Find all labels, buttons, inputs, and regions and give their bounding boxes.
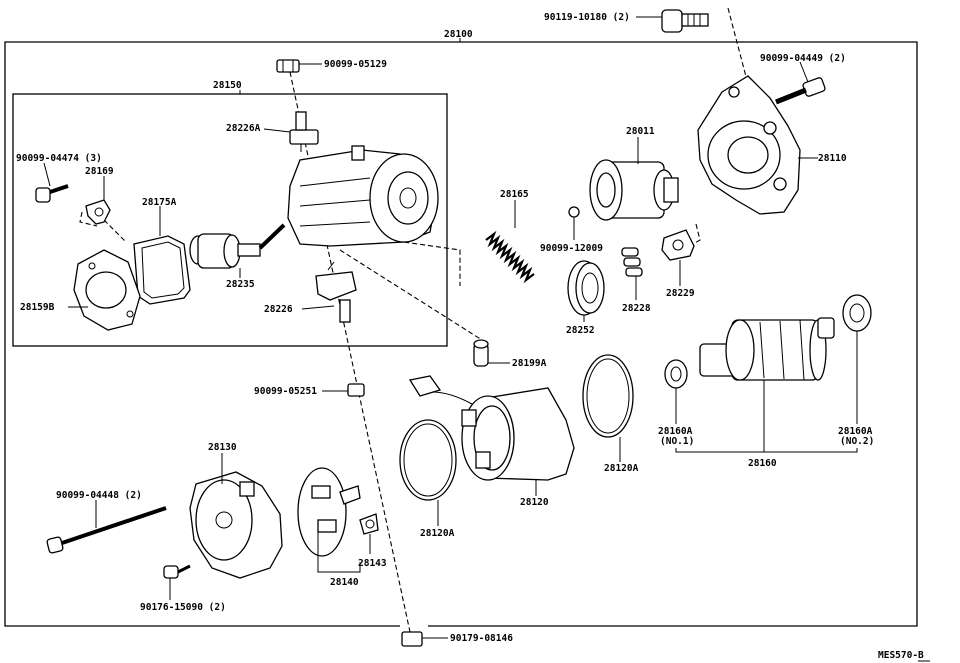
oring-left-icon [399, 419, 457, 501]
brush-holder-icon [297, 467, 361, 557]
figure-code: MES570-B [878, 650, 924, 661]
bolt-right-icon [775, 77, 826, 105]
magnetic-switch-icon [287, 145, 439, 247]
assembly-frame-left [4, 41, 400, 627]
gasket-icon [133, 235, 191, 305]
pinion-gear-icon [589, 159, 679, 221]
label-bolt-right: 90099-04449 (2) [760, 53, 846, 64]
label-armature: 28160 [748, 458, 777, 469]
label-bearing-right: 28160A [838, 426, 873, 437]
label-bolt-top: 90119-10180 (2) [544, 12, 630, 23]
screw-left-icon [35, 184, 69, 203]
label-bearing-left-note: (NO.1) [660, 436, 694, 447]
label-plunger-contact: 28235 [226, 279, 255, 290]
label-end-frame: 28130 [208, 442, 237, 453]
label-oring-left: 28120A [420, 528, 455, 539]
label-nut-top: 90099-05129 [324, 59, 387, 70]
screw-bottom-icon [163, 564, 191, 579]
cover-plate-icon [73, 249, 141, 331]
label-rollers: 28228 [622, 303, 651, 314]
through-bolt-icon [46, 506, 167, 554]
label-pinion: 28011 [626, 126, 655, 137]
terminal-top-icon [289, 111, 319, 152]
label-cover: 28159B [20, 302, 55, 313]
label-through-bolt: 90099-04448 (2) [56, 490, 142, 501]
label-yoke: 28120 [520, 497, 549, 508]
bearing-left-icon [664, 359, 688, 389]
label-clip: 28169 [85, 166, 114, 177]
terminal-bottom-icon [315, 261, 357, 323]
nut-top-icon [276, 59, 300, 73]
end-frame-icon [189, 471, 283, 579]
label-subassembly: 28150 [213, 80, 242, 91]
label-idler-gear: 28252 [566, 325, 595, 336]
label-nut-mid: 90099-05251 [254, 386, 317, 397]
label-retainer: 28229 [666, 288, 695, 299]
spring-icon [485, 230, 535, 284]
label-brush-part: 28143 [358, 558, 387, 569]
retainer-icon [661, 229, 695, 261]
label-plunger-pin: 28199A [512, 358, 547, 369]
label-28226a: 28226A [226, 123, 261, 134]
drive-housing-icon [697, 75, 801, 215]
label-housing: 28110 [818, 153, 847, 164]
label-assembly: 28100 [444, 29, 473, 40]
plunger-contact-icon [189, 223, 286, 269]
roller-icon [621, 247, 643, 277]
ball-icon [568, 206, 580, 218]
assembly-frame [428, 41, 918, 627]
label-bearing-right-note: (NO.2) [840, 436, 874, 447]
label-28226: 28226 [264, 304, 293, 315]
oring-right-icon [582, 354, 634, 438]
nut-bottom-icon [401, 631, 423, 647]
nut-mid-icon [347, 383, 365, 397]
label-spring: 28165 [500, 189, 529, 200]
subassembly-box [12, 93, 448, 347]
label-ball: 90099-12009 [540, 243, 603, 254]
label-bearing-left: 28160A [658, 426, 693, 437]
yoke-field-coil-icon [408, 375, 575, 481]
bearing-right-icon [842, 294, 872, 332]
label-gasket: 28175A [142, 197, 177, 208]
label-nut-bottom: 90179-08146 [450, 633, 513, 644]
label-oring-right: 28120A [604, 463, 639, 474]
bolt-top-icon [661, 9, 709, 33]
label-screw-left: 90099-04474 (3) [16, 153, 102, 164]
label-brush-holder: 28140 [330, 577, 359, 588]
armature-icon [699, 317, 835, 381]
idler-gear-icon [567, 260, 605, 316]
brush-spring-icon [359, 513, 379, 535]
label-screw-bottom: 90176-15090 (2) [140, 602, 226, 613]
plunger-pin-icon [473, 339, 489, 367]
clip-icon [85, 199, 111, 225]
